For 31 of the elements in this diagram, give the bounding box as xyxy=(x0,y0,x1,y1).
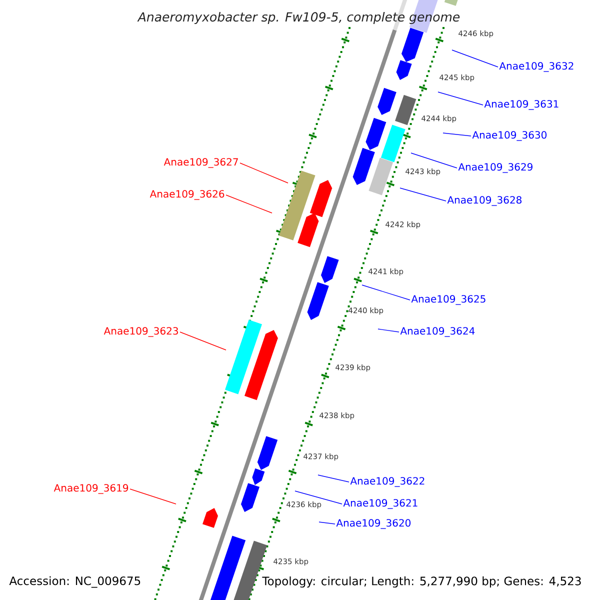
gene-label: Anae109_3624 xyxy=(400,327,475,337)
leader-line xyxy=(294,490,342,504)
gene-label: Anae109_3620 xyxy=(336,519,411,529)
gene-label: Anae109_3632 xyxy=(499,62,574,72)
leader-line xyxy=(362,284,410,300)
leader-line xyxy=(442,132,472,136)
leader-line xyxy=(400,188,446,202)
leader-line xyxy=(452,50,498,68)
gene-label: Anae109_3630 xyxy=(472,131,547,141)
genome-stats-label: Topology: circular; Length: 5,277,990 bp; Genes: 4,523 xyxy=(262,576,581,588)
gene-label: Anae109_3622 xyxy=(350,477,424,487)
leader-line xyxy=(318,522,336,524)
accession-label: Accession: NC_009675 xyxy=(9,576,140,588)
leader-line xyxy=(410,152,458,168)
leader-line xyxy=(438,92,484,106)
leader-line xyxy=(130,488,176,504)
leader-line xyxy=(240,162,288,184)
gene-label: Anae109_3623 xyxy=(104,327,178,337)
gene-label: Anae109_3631 xyxy=(484,100,558,110)
leader-line xyxy=(378,328,400,332)
gene-label: Anae109_3629 xyxy=(458,163,532,173)
leader-line xyxy=(226,194,272,214)
gene-label: Anae109_3625 xyxy=(411,295,486,305)
gene-label: Anae109_3628 xyxy=(447,196,522,206)
leader-line xyxy=(180,332,226,350)
gene-label: Anae109_3627 xyxy=(164,158,238,168)
gene-label: Anae109_3626 xyxy=(150,190,224,200)
leader-line xyxy=(318,474,350,482)
title: Anaeromyxobacter sp. Fw109-5, complete genome xyxy=(137,12,460,24)
gene-label: Anae109_3619 xyxy=(54,484,128,494)
gene-label: Anae109_3621 xyxy=(343,499,418,509)
